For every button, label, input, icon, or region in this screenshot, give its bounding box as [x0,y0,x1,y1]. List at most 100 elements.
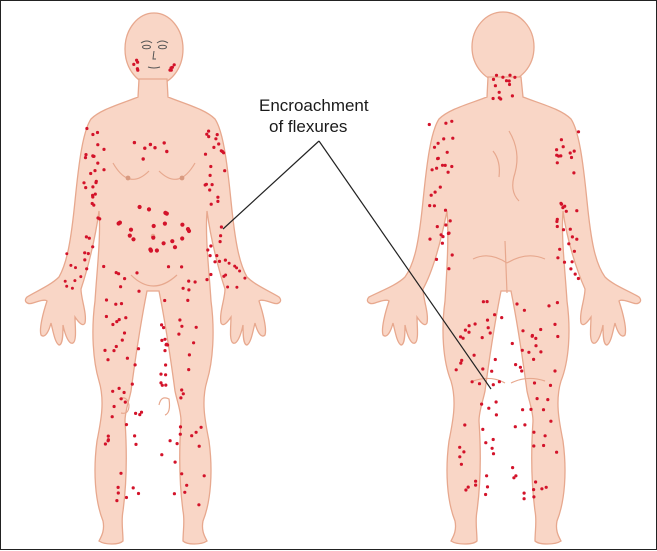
rash-spot [243,277,246,280]
rash-spot [186,227,190,231]
rash-spot [164,363,167,366]
rash-spot [549,384,552,387]
rash-spot [84,153,87,156]
rash-spot [216,196,219,199]
rash-spot [71,287,74,290]
rash-spot [159,373,162,376]
rash-spot [223,169,226,172]
rash-spot [471,380,474,383]
rash-spot [486,485,489,488]
rash-spot [217,142,220,145]
rash-spot [179,433,182,436]
rash-spot [556,161,559,164]
rash-spot [545,486,548,489]
rash-spot [131,237,135,241]
rash-spot [542,444,545,447]
rash-spot [186,299,189,302]
rash-spot [195,431,198,434]
rash-spot [531,335,534,338]
rash-spot [492,383,495,386]
rash-spot [102,168,105,171]
rash-spot [484,493,487,496]
rash-spot [151,236,155,240]
rash-spot [547,304,550,307]
rash-spot [163,141,166,144]
rash-spot [235,266,238,269]
rash-spot [549,420,552,423]
rash-spot [450,165,453,168]
rash-spot [131,383,134,386]
rash-spot [176,442,179,445]
rash-spot [428,204,431,207]
rash-spot [513,76,516,79]
rash-spot [532,488,535,491]
rash-spot [120,302,123,305]
rash-spot [567,242,570,245]
rash-spot [487,407,490,410]
rash-spot [430,194,433,197]
rash-spot [208,188,211,191]
rash-spot [162,326,165,329]
rash-spot [96,143,99,146]
rash-spot [91,133,94,136]
rash-spot [556,335,559,338]
rash-spot [228,262,231,265]
annotation-label: Encroachment of flexures [259,95,399,137]
rash-spot [111,390,114,393]
rash-spot [137,290,140,293]
rash-spot [511,466,514,469]
rash-spot [198,445,201,448]
rash-spot [203,474,206,477]
rash-spot [173,492,176,495]
rash-spot [152,224,156,228]
rash-spot [559,202,562,205]
rash-spot [571,260,574,263]
rash-spot [209,273,212,276]
rash-spot [85,127,88,130]
rash-spot [573,250,576,253]
rash-spot [455,368,458,371]
rash-spot [489,331,492,334]
rash-spot [441,235,444,238]
rash-spot [147,207,151,211]
rash-spot [556,225,559,228]
rash-spot [126,357,129,360]
rash-spot [91,202,94,205]
rash-spot [514,425,517,428]
rash-spot [553,323,556,326]
rash-spot [481,428,484,431]
rash-spot [575,209,578,212]
rash-spot [533,381,536,384]
rash-spot [91,185,94,188]
rash-spot [194,280,197,283]
rash-spot [160,339,163,342]
rash-spot [115,499,118,502]
rash-spot [450,120,453,123]
rash-spot [444,122,447,125]
rash-spot [105,298,108,301]
rash-spot [521,329,524,332]
rash-spot [556,301,559,304]
rash-spot [65,285,68,288]
rash-spot [120,397,123,400]
rash-spot [119,472,122,475]
rash-spot [107,435,110,438]
rash-spot [165,343,168,346]
rash-spot [474,322,477,325]
rash-spot [174,461,177,464]
rash-spot [562,228,565,231]
rash-spot [498,380,501,383]
rash-spot [501,76,504,79]
rash-spot [218,260,221,263]
rash-spot [185,484,188,487]
rash-spot [177,333,180,336]
rash-spot [107,438,110,441]
rash-spot [521,349,524,352]
rash-spot [207,130,210,133]
rash-spot [532,444,535,447]
rash-spot [163,338,166,341]
rash-spot [486,300,489,303]
rash-spot [536,397,539,400]
rash-spot [523,423,526,426]
rash-spot [114,303,117,306]
